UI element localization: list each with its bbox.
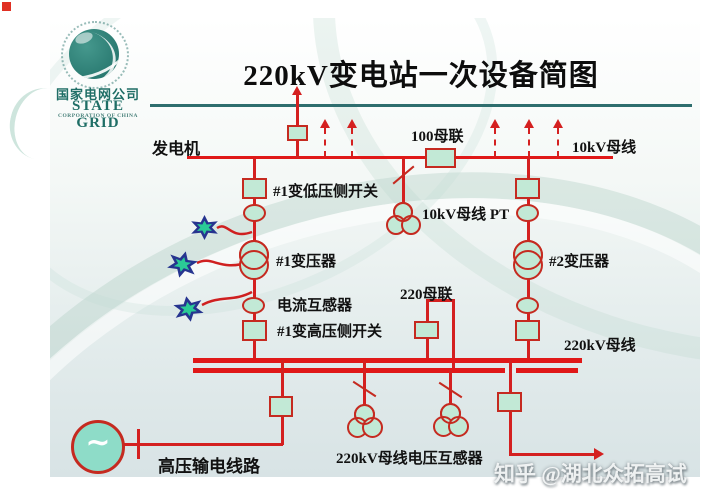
pt-220kv-symbol-1: [354, 404, 375, 425]
dashed-feeder-arrow-icon: [524, 119, 534, 128]
ct-ellipse: [516, 204, 539, 222]
title-underline: [150, 104, 692, 107]
dashed-feeder-arrow-icon: [320, 119, 330, 128]
feeder-line: [296, 94, 299, 127]
dashed-feeder-arrow-icon: [553, 119, 563, 128]
transformer-1-label: #1变压器: [276, 254, 337, 270]
logo-company-name-cn: 国家电网公司: [55, 87, 140, 102]
current-transformer-ellipse: [242, 297, 265, 314]
corner-marker: [2, 2, 11, 11]
current-transformer-ellipse: [516, 297, 539, 314]
transformer-2-label: #2变压器: [549, 254, 610, 270]
zhihu-watermark: 知乎 @湖北众拓高试: [494, 462, 687, 486]
breaker-box-t2-low: [515, 178, 540, 199]
bus-10kv-line: [187, 156, 613, 159]
dashed-feeder-line: [351, 128, 353, 157]
bus-tie-10kv-breaker-box: [425, 148, 456, 168]
breaker-box-outgoing: [287, 125, 308, 141]
pt-220kv-branch-line: [363, 360, 366, 406]
slide-title: 220kV变电站一次设备简图: [243, 60, 599, 92]
outgoing-arrow-icon: [594, 448, 604, 460]
transformer-2-symbol: [513, 240, 543, 270]
dashed-feeder-line: [494, 128, 496, 157]
feeder-line: [296, 141, 299, 158]
logo-company-subtitle: CORPORATION OF CHINA: [58, 113, 138, 119]
t1-lv-breaker-label: #1变低压侧开关: [273, 184, 379, 200]
generator-symbol: ∼: [71, 420, 125, 474]
hv-line-tick: [137, 429, 140, 459]
breaker-box-t2-high: [515, 320, 540, 341]
logo-company-name-en: STATE GRID: [72, 98, 124, 131]
hv-line-horizontal: [119, 443, 283, 446]
bus-tie-220kv-line: [452, 300, 455, 370]
dashed-feeder-line: [324, 128, 326, 157]
pt-10kv-label: 10kV母线 PT: [422, 207, 510, 223]
pt-220kv-branch-line: [449, 370, 452, 406]
pt-220kv-symbol-2: [440, 403, 461, 424]
logo-text-ring: [61, 21, 129, 89]
bus-tie-220kv-label: 220母联: [400, 287, 453, 303]
dashed-feeder-arrow-icon: [490, 119, 500, 128]
bus-tie-220kv-line: [426, 299, 455, 302]
bus-220kv-line-1: [193, 358, 582, 363]
generator-bus-label: 发电机: [152, 141, 201, 158]
outgoing-feeder-line: [509, 453, 595, 456]
dashed-feeder-line: [557, 128, 559, 157]
hv-line-feeder: [281, 416, 284, 445]
dashed-feeder-arrow-icon: [347, 119, 357, 128]
hv-line-label: 高压输电线路: [158, 457, 260, 476]
slide-background: [50, 18, 700, 477]
ct-ellipse: [243, 204, 266, 222]
bus-220kv-line-2: [193, 368, 578, 373]
state-grid-globe-icon: [69, 29, 119, 79]
bus-220kv-label: 220kV母线: [564, 338, 636, 354]
breaker-box-outgoing-220: [497, 392, 522, 412]
pt-10kv-symbol: [393, 202, 413, 222]
bus-10kv-label: 10kV母线: [572, 140, 637, 156]
breaker-box-t1-high: [242, 320, 267, 341]
sine-wave-icon: ∼: [85, 425, 111, 460]
bus-tie-10kv-label: 100母联: [411, 129, 464, 145]
pt-220kv-label: 220kV母线电压互感器: [336, 451, 483, 467]
feeder-arrow-icon: [292, 86, 302, 95]
current-transformer-label: 电流互感器: [277, 298, 353, 314]
breaker-box-hv-line: [269, 396, 293, 417]
breaker-box-t1-low: [242, 178, 267, 199]
pt-10kv-branch-line: [402, 158, 405, 205]
t1-hv-breaker-label: #1变高压侧开关: [277, 324, 383, 340]
hv-line-feeder: [281, 360, 284, 397]
bus-tie-220kv-breaker-box: [414, 321, 439, 339]
dashed-feeder-line: [528, 128, 530, 157]
transformer-1-symbol: [239, 240, 269, 270]
